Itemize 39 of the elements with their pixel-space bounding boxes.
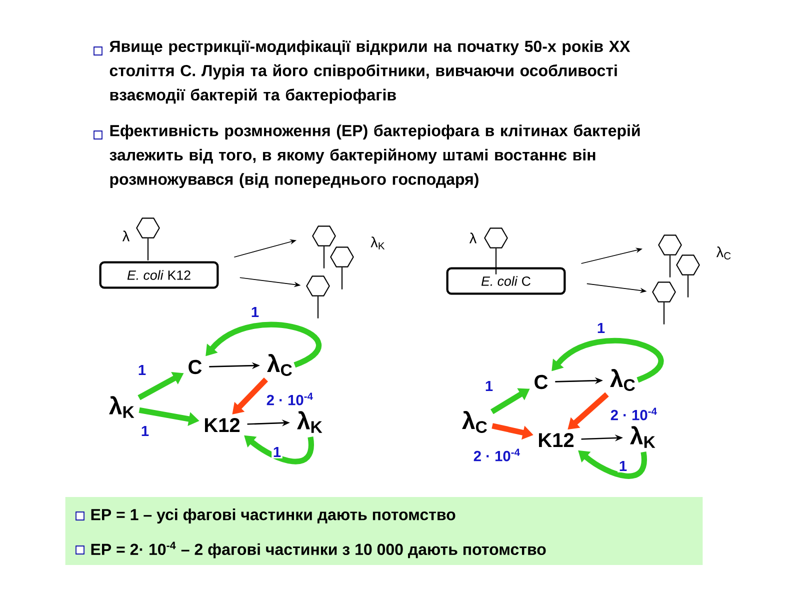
- edge-label: 1: [596, 322, 606, 334]
- edge-label: 1: [136, 364, 148, 376]
- strain-label: λ$_{C}$: [267, 354, 292, 376]
- edge-label: 1: [250, 306, 260, 318]
- edge-label: 2 · 10$^{-4}$: [265, 391, 315, 407]
- edge-label: 2 · 10$^{-4}$: [609, 406, 659, 422]
- edge-label: 1: [484, 380, 494, 392]
- edge-label: 1: [272, 446, 282, 458]
- edge-label: 1: [618, 460, 628, 472]
- arrow: [552, 338, 664, 383]
- arrow: [206, 322, 322, 368]
- phage-drawing: [306, 276, 330, 318]
- strain-label: λ$_{C}$: [462, 411, 487, 433]
- phage-drawing: [330, 246, 354, 290]
- strain-box: E. coli C: [446, 267, 566, 295]
- phage-drawing: [652, 282, 676, 324]
- note-box: ЕР = 1 – усі фагові частинки дають потомство ЕР = 2· 10$^{-4}$ – 2 фагові частинки з 10 000 дають потомство: [65, 497, 703, 565]
- phage-drawing: [484, 228, 508, 274]
- strain-label: K12: [539, 433, 574, 447]
- strain-label: C: [534, 374, 548, 390]
- phage-label: λ: [122, 230, 130, 242]
- edge-label: 1: [140, 424, 150, 438]
- paragraph: Явище рестрикції-модифікації відкрили на початку 50-х років ХХ століття С. Лурія та його співробітники, вивчаючи особливості взаємодії бактерій та бактеріофагів: [110, 40, 630, 104]
- phage-drawing: [136, 218, 160, 260]
- phage-drawing: [676, 254, 700, 298]
- edge-label: 2 · 10$^{-4}$: [472, 447, 522, 463]
- phage-label: λ: [469, 232, 477, 244]
- strain-label: λ$_{K}$: [297, 411, 322, 433]
- paragraph: Ефективність розмноження (ЕР) бактеріофага в клітинах бактерій залежить від того, в якому бактерійному штамі востаннє він розмножувався (від попереднього господаря): [110, 124, 640, 188]
- strain-label: λ$_{K}$: [109, 396, 134, 418]
- strain-box: E. coli K12: [99, 261, 219, 289]
- strain-label: λ$_{C}$: [610, 369, 635, 391]
- strain-label: K12: [205, 418, 240, 432]
- phage-drawing: [658, 234, 682, 278]
- phage-drawing: [312, 226, 336, 268]
- strain-label: λ$_{K}$: [630, 426, 656, 448]
- phage-label: λ$_{K}$: [370, 236, 385, 250]
- strain-label: C: [188, 360, 202, 374]
- phage-label: λ$_{C}$: [716, 246, 731, 260]
